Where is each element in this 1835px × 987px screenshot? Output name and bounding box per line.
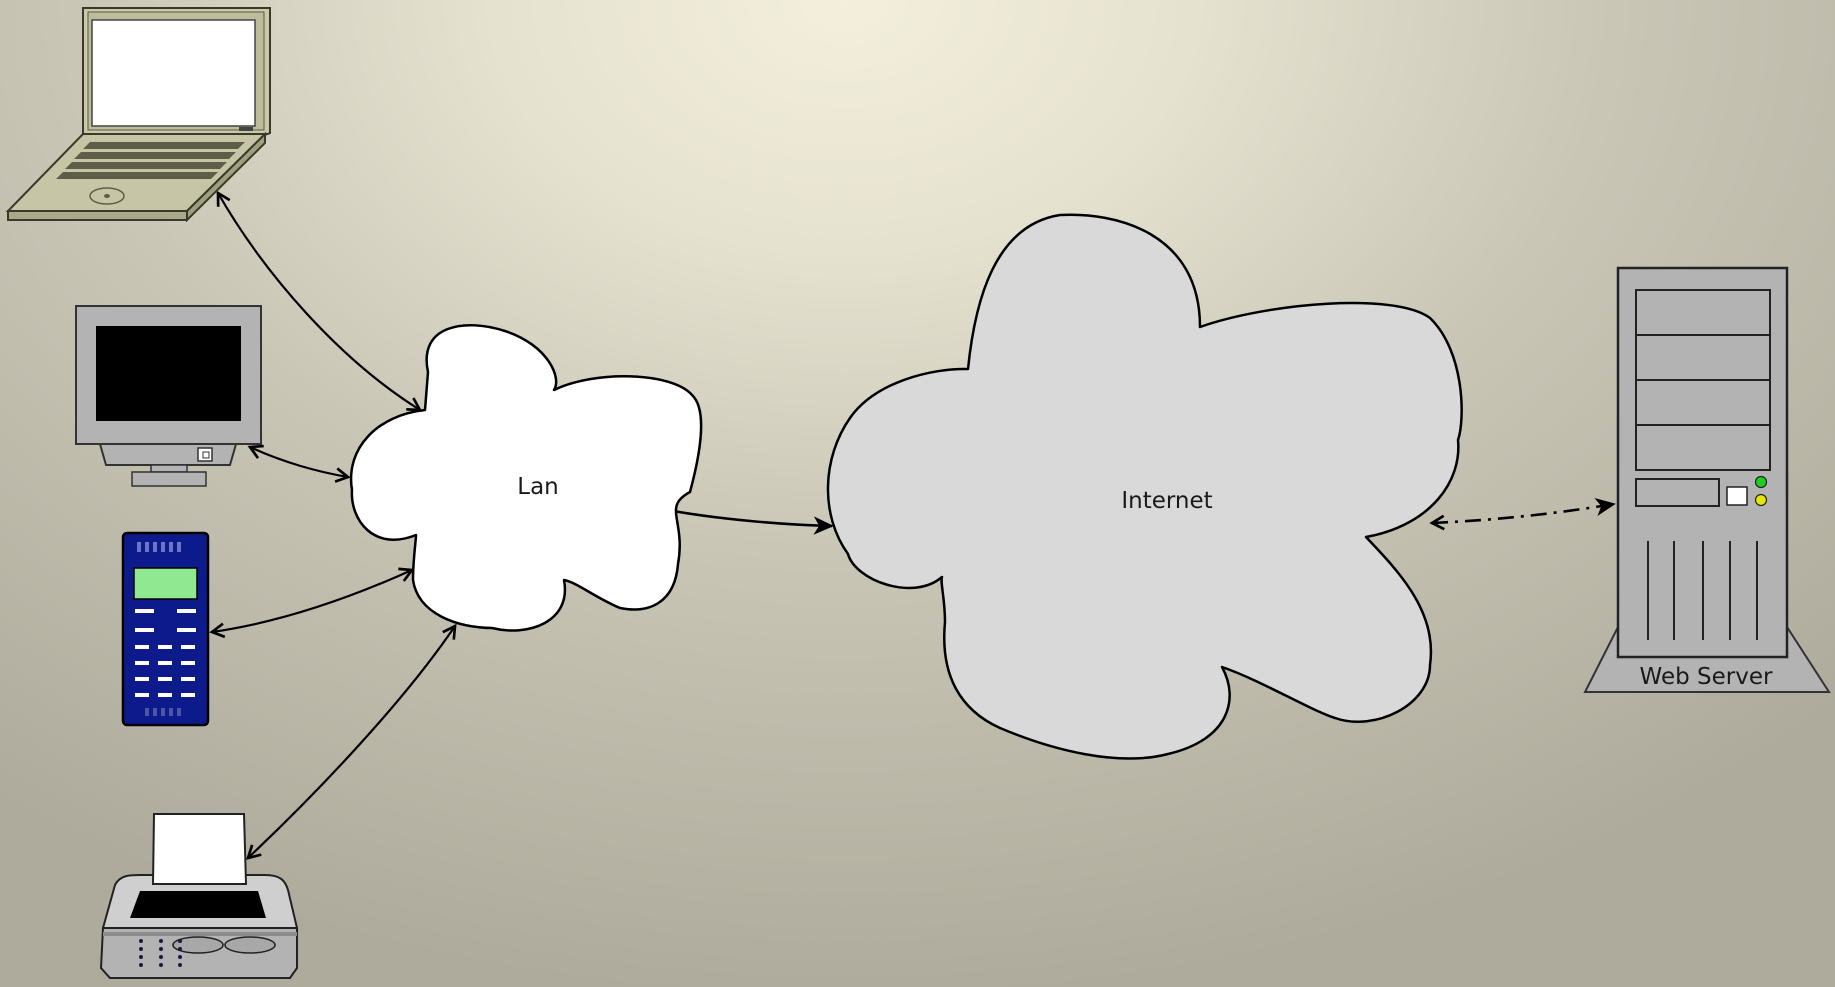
- laptop-icon[interactable]: [8, 8, 270, 220]
- desktop-monitor-icon[interactable]: [76, 306, 261, 486]
- connector-fax-lan: [248, 626, 455, 858]
- connector-internet-webserver: [1432, 504, 1614, 523]
- connector-phone-lan: [212, 570, 412, 632]
- internet-label: Internet: [1121, 488, 1212, 514]
- connector-lan-internet: [662, 509, 832, 526]
- internet-cloud: Internet: [828, 215, 1462, 759]
- connector-desktop-lan: [250, 447, 348, 477]
- mobile-phone-icon[interactable]: [123, 533, 208, 725]
- lan-cloud: Lan: [351, 325, 701, 630]
- lan-label: Lan: [517, 474, 559, 500]
- web-server-icon[interactable]: Web Server: [1585, 268, 1829, 692]
- web-server-label: Web Server: [1640, 664, 1773, 690]
